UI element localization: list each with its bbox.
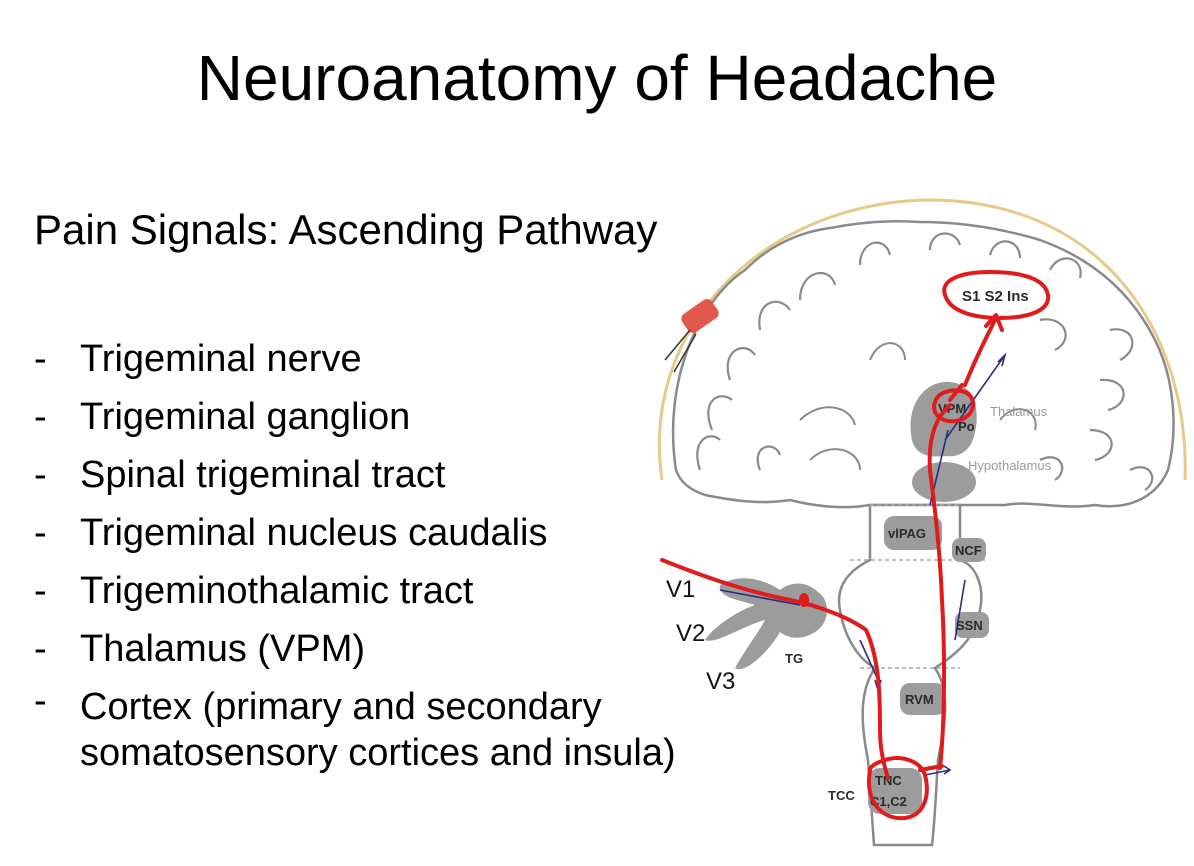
v3-label: V3 (706, 668, 735, 695)
bullet-dash: - (34, 454, 47, 496)
v1-label: V1 (666, 576, 695, 603)
list-item-label: Trigeminothalamic tract (80, 570, 474, 612)
c1c2-label: C1,C2 (870, 794, 907, 809)
hypothalamus-nucleus (912, 462, 976, 502)
slide-title: Neuroanatomy of Headache (196, 42, 998, 114)
ncf-nucleus (952, 538, 986, 562)
electrode-icon (681, 299, 719, 333)
list-item: -Thalamus (VPM) (34, 620, 800, 678)
ssn-nucleus (955, 612, 989, 638)
list-item-label: Trigeminal ganglion (80, 396, 411, 438)
electrode-wires (664, 329, 697, 373)
ssn-label: SSN (956, 618, 983, 633)
list-item-label: Thalamus (VPM) (80, 628, 366, 670)
po-label: Po (958, 419, 975, 434)
v2-label: V2 (676, 620, 705, 647)
skull-outline (657, 198, 1187, 481)
bullet-dash: - (34, 628, 47, 670)
rvm-label: RVM (905, 692, 934, 707)
tnc-nucleus (868, 768, 922, 814)
tnc-label: TNC (875, 773, 902, 788)
gyri-left (696, 271, 837, 471)
red-annotation-pathway (660, 270, 1051, 821)
vlpag-nucleus (884, 516, 942, 550)
bullet-dash: - (34, 570, 47, 612)
ncf-label: NCF (955, 543, 982, 558)
bullet-dash: - (34, 338, 47, 380)
list-item-label: Trigeminal nerve (80, 338, 362, 380)
list-item: -Cortex (primary and secondary somatosen… (34, 678, 720, 776)
list-item-label: Trigeminal nucleus caudalis (80, 512, 548, 554)
hypothalamus-label: Hypothalamus (968, 458, 1052, 473)
list-item-label: Cortex (primary and secondary somatosens… (80, 686, 676, 774)
bullet-dash: - (34, 680, 47, 722)
cortex-label: S1 S2 Ins (962, 288, 1029, 305)
list-item: -Trigeminal nerve (34, 330, 800, 388)
thalamus-label: Thalamus (990, 404, 1048, 419)
rvm-nucleus (900, 683, 946, 715)
gyri-top (858, 232, 1082, 351)
vlpag-label: vlPAG (888, 526, 926, 541)
tg-label: TG (785, 651, 803, 666)
bullet-dash: - (34, 396, 47, 438)
list-item: -Spinal trigeminal tract (34, 446, 800, 504)
brain-pathway-diagram: S1 S2 Ins VPM Po Thalamus Hypothalamus v… (657, 198, 1187, 847)
list-item-label: Spinal trigeminal tract (80, 454, 446, 496)
list-item: -Trigeminal nucleus caudalis (34, 504, 800, 562)
list-item: -Trigeminothalamic tract (34, 562, 800, 620)
gyri-inner (799, 342, 1037, 471)
tcc-label: TCC (828, 788, 855, 803)
gyri-right (1039, 328, 1154, 491)
bullet-dash: - (34, 512, 47, 554)
list-item: -Trigeminal ganglion (34, 388, 800, 446)
slide-subtitle: Pain Signals: Ascending Pathway (34, 206, 658, 253)
trigeminal-ganglion (705, 578, 827, 670)
red-dot-annotation (799, 593, 809, 607)
pathway-list: -Trigeminal nerve -Trigeminal ganglion -… (34, 330, 800, 776)
